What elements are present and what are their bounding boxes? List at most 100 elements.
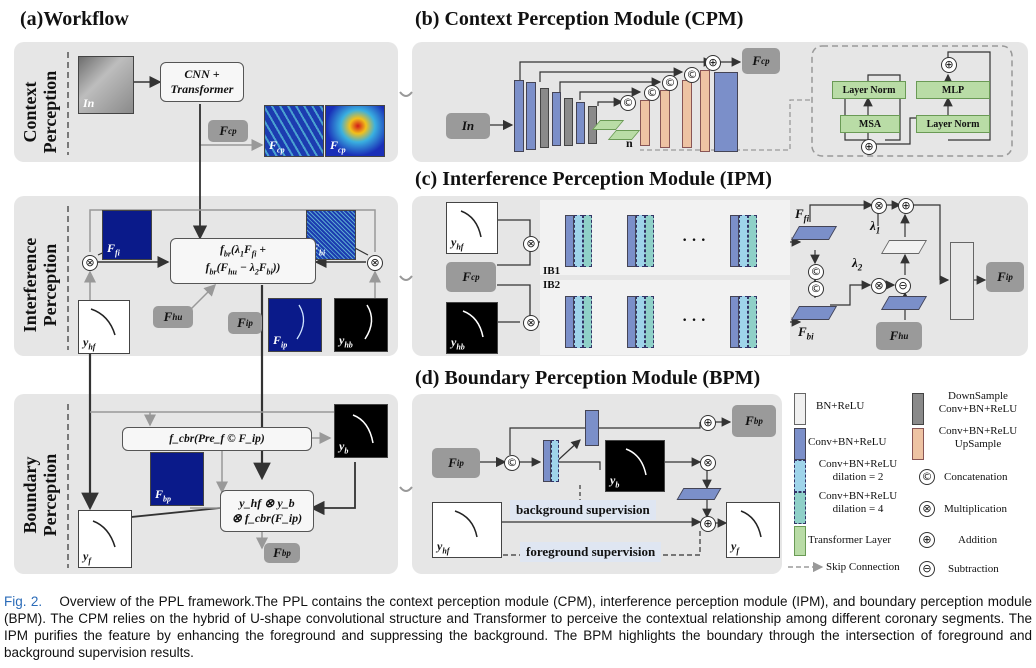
ipm-yhf-sketch xyxy=(460,210,482,238)
legend-teal-block-icon xyxy=(794,492,806,524)
encoder-block-4 xyxy=(576,102,585,144)
ipm-title: (c) Interference Perception Module (IPM) xyxy=(415,168,772,190)
fip-vessel-sketch xyxy=(296,304,305,340)
input-label: In xyxy=(83,96,95,110)
legend-add-icon: ⊕ xyxy=(919,532,935,548)
legend-dilation-4: Conv+BN+ReLU dilation = 4 xyxy=(818,490,898,515)
ipm-yhf-image: yhf xyxy=(446,202,498,254)
fbp-feature-map: Fbp xyxy=(150,452,204,506)
bpm-yf-sketch xyxy=(740,510,762,538)
add-icon: ⊕ xyxy=(700,516,716,532)
ib2-dilation2-block xyxy=(574,296,583,348)
ib2-dilation4-block-2 xyxy=(645,296,654,348)
yb-image: yb xyxy=(334,404,388,458)
lambda2-label: λ2 xyxy=(852,255,863,273)
bpm-output-conv xyxy=(676,488,722,500)
ib2-dilation4-block-3 xyxy=(748,296,757,348)
legend-orange-block-icon xyxy=(912,428,924,460)
add-icon: ⊕ xyxy=(898,198,914,214)
concat-icon: © xyxy=(620,95,636,111)
add-icon: ⊕ xyxy=(705,55,721,71)
fip-feature-map: Fip xyxy=(268,298,322,352)
ib1-ellipsis: · · · xyxy=(682,232,707,249)
fcbr-box: f_cbr(Pre_f © F_ip) xyxy=(122,427,312,451)
workflow-title: (a)Workflow xyxy=(20,8,129,30)
bpm-yhf-sketch xyxy=(454,510,478,538)
legend-addition: Addition xyxy=(958,534,998,546)
yf-vessel-sketch xyxy=(92,520,116,548)
yf-image: yf xyxy=(78,510,132,568)
ffi-label: Ffi xyxy=(795,206,810,224)
ib2-ellipsis: · · · xyxy=(682,312,707,329)
multiply-icon: ⊗ xyxy=(871,278,887,294)
ffi-output-block xyxy=(790,226,838,240)
legend-downsample: DownSample Conv+BN+ReLU xyxy=(938,390,1018,415)
ib2-dilation4-block xyxy=(583,296,592,348)
legend-green-block-icon xyxy=(794,526,806,556)
legend-subtraction: Subtraction xyxy=(948,563,999,575)
ib1-conv-block-3 xyxy=(730,215,739,267)
concat-icon: © xyxy=(662,75,678,91)
ib2-conv-block xyxy=(565,296,574,348)
fbi-output-block xyxy=(790,306,838,320)
ib1-dilation2-block-3 xyxy=(739,215,748,267)
multiply-icon: ⊗ xyxy=(367,255,383,271)
ib2-conv-block-2 xyxy=(627,296,636,348)
legend-upsample: Conv+BN+ReLU UpSample xyxy=(938,425,1018,450)
fcp-feature-map-1: Fcp xyxy=(264,105,324,157)
subtract-icon: ⊖ xyxy=(895,278,911,294)
fcp-feature-map-2: Fcp xyxy=(325,105,385,157)
multiply-icon: ⊗ xyxy=(871,198,887,214)
multiply-icon: ⊗ xyxy=(700,455,716,471)
add-icon: ⊕ xyxy=(861,139,877,155)
legend-blue-block-icon xyxy=(794,428,806,460)
transformer-repeat-n: n xyxy=(626,136,633,150)
ipm-yhb-sketch xyxy=(462,310,484,338)
layer-norm-2: Layer Norm xyxy=(916,115,990,133)
legend-dilation-2: Conv+BN+ReLU dilation = 2 xyxy=(818,458,898,483)
bpm-conv-block-2 xyxy=(585,410,599,446)
yhb-vessel-sketch xyxy=(364,304,373,340)
figure-caption: Fig. 2. Overview of the PPL framework.Th… xyxy=(4,593,1032,661)
ffi-feature-map: Ffi xyxy=(102,210,152,260)
fhu-conv-block xyxy=(880,296,928,310)
multiply-icon: ⊗ xyxy=(523,315,539,331)
legend-white-block-icon xyxy=(794,393,806,425)
bpm-yb-sketch xyxy=(625,448,647,476)
background-supervision-label: background supervision xyxy=(510,500,656,520)
bpm-title: (d) Boundary Perception Module (BPM) xyxy=(415,367,761,389)
foreground-supervision-label: foreground supervision xyxy=(520,542,662,562)
yhb-image: yhb xyxy=(334,298,388,352)
figure-number: Fig. 2. xyxy=(4,594,43,609)
multiply-icon: ⊗ xyxy=(523,236,539,252)
bpm-dilation-block xyxy=(551,440,559,482)
ib1-dilation4-block xyxy=(583,215,592,267)
ipm-yhb-image: yhb xyxy=(446,302,498,354)
bpm-yf-image: yf xyxy=(726,502,780,558)
legend-multiply-icon: ⊗ xyxy=(919,501,935,517)
caption-text: Overview of the PPL framework.The PPL co… xyxy=(4,594,1032,660)
add-icon: ⊕ xyxy=(941,57,957,73)
yb-vessel-sketch xyxy=(352,414,374,444)
decoder-block-4 xyxy=(700,70,710,152)
ib1-dilation2-block-2 xyxy=(636,215,645,267)
legend-concatenation: Concatenation xyxy=(944,471,1008,483)
bn-relu-block xyxy=(880,240,928,254)
mlp-block: MLP xyxy=(916,81,990,99)
legend-multiplication: Multiplication xyxy=(944,503,1007,515)
concat-icon: © xyxy=(684,67,700,83)
ipm-output-block xyxy=(950,242,974,320)
ib2-dilation2-block-2 xyxy=(636,296,645,348)
concat-icon: © xyxy=(808,264,824,280)
layer-norm-1: Layer Norm xyxy=(832,81,906,99)
cpm-title: (b) Context Perception Module (CPM) xyxy=(415,8,744,30)
decoder-block-1 xyxy=(640,100,650,146)
